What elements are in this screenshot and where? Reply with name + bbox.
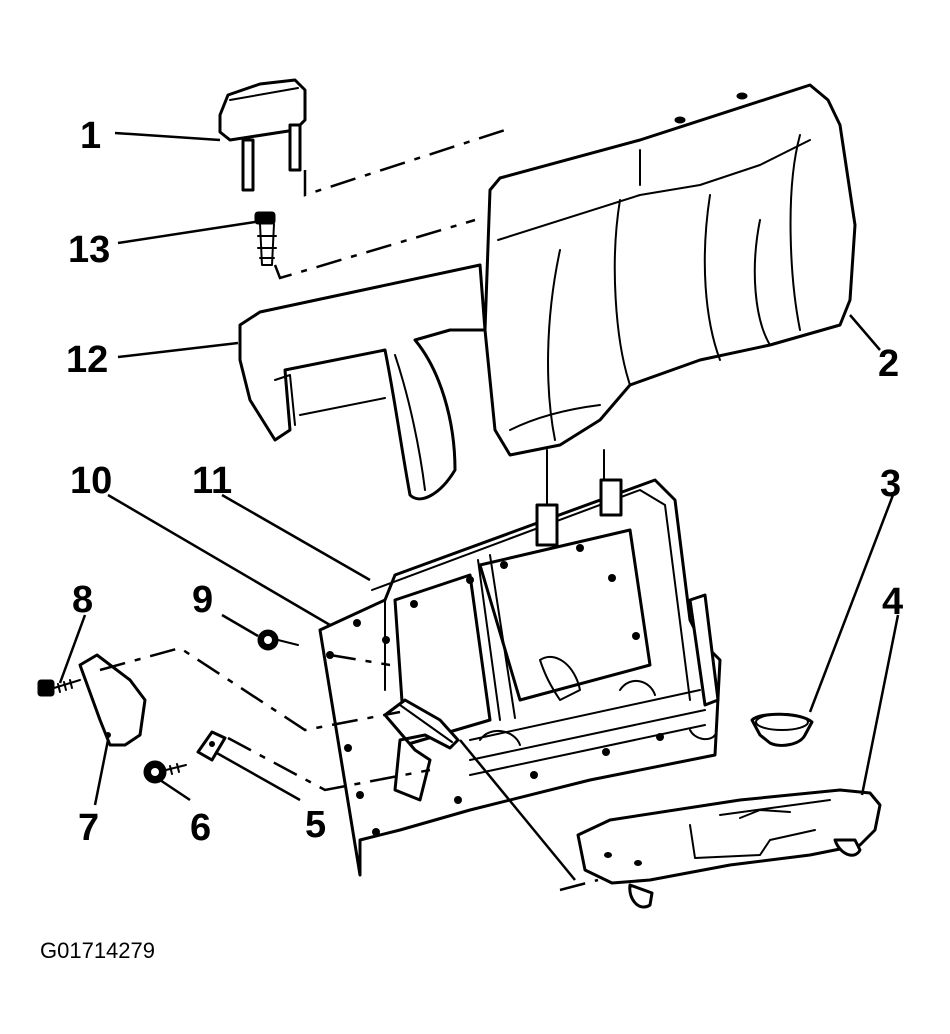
recliner-hinge <box>383 698 460 802</box>
bolt-6 <box>143 760 187 784</box>
callout-1: 1 <box>80 115 101 157</box>
figure-id: G01714279 <box>40 938 155 963</box>
callout-11: 11 <box>192 460 232 502</box>
callout-3: 3 <box>880 463 901 505</box>
callout-12: 12 <box>66 339 108 381</box>
bracket-5 <box>196 730 227 762</box>
side-bolster-cushion <box>238 263 487 501</box>
leader-lines <box>58 131 900 881</box>
callout-labels: 1 2 3 4 5 6 7 8 9 10 11 12 13 <box>66 115 903 849</box>
callout-7: 7 <box>78 807 99 849</box>
screw-8 <box>37 679 81 697</box>
callout-9: 9 <box>192 579 213 621</box>
alignment-lines <box>99 128 599 892</box>
callout-6: 6 <box>190 807 211 849</box>
headrest-guide <box>254 211 277 266</box>
seat-cushion-pan <box>576 788 882 909</box>
side-cover-trim <box>78 653 147 747</box>
callout-5: 5 <box>305 804 326 846</box>
head-restraint <box>218 78 307 192</box>
callout-4: 4 <box>882 581 903 623</box>
seat-back-cushion <box>483 83 857 457</box>
callout-8: 8 <box>72 579 93 621</box>
callout-2: 2 <box>878 343 899 385</box>
cup-holder-insert <box>750 712 814 747</box>
bolt-9 <box>257 629 299 651</box>
callout-13: 13 <box>68 229 110 271</box>
callout-10: 10 <box>70 460 112 502</box>
